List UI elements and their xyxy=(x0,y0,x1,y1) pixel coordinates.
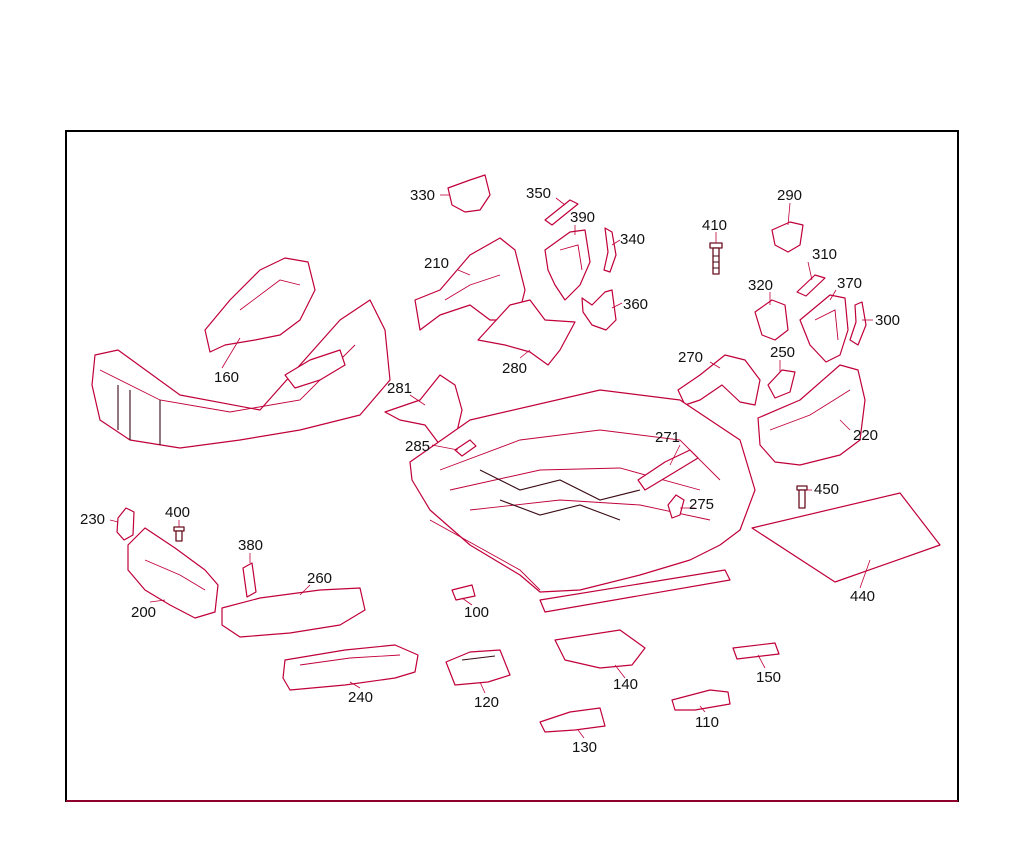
label-150: 150 xyxy=(756,669,781,686)
label-281: 281 xyxy=(387,380,412,397)
label-285: 285 xyxy=(405,438,430,455)
label-110: 110 xyxy=(695,714,719,731)
label-270: 270 xyxy=(678,349,703,366)
label-410: 410 xyxy=(702,217,727,234)
part-220 xyxy=(757,364,866,466)
part-240 xyxy=(282,644,419,691)
part-330 xyxy=(447,174,491,213)
part-350 xyxy=(544,199,579,226)
part-440-mat xyxy=(751,492,941,583)
part-310 xyxy=(796,274,826,297)
part-250 xyxy=(767,369,796,399)
part-130 xyxy=(539,707,606,733)
part-270 xyxy=(677,354,761,406)
part-280 xyxy=(477,299,576,366)
label-140: 140 xyxy=(613,676,638,693)
label-390: 390 xyxy=(570,209,595,226)
part-320 xyxy=(754,299,789,341)
label-290: 290 xyxy=(777,187,802,204)
label-360: 360 xyxy=(623,296,648,313)
part-380 xyxy=(242,562,257,598)
part-360 xyxy=(581,289,617,331)
label-340: 340 xyxy=(620,231,645,248)
part-340 xyxy=(603,227,617,273)
label-440: 440 xyxy=(850,588,875,605)
label-275: 275 xyxy=(689,496,714,513)
part-285 xyxy=(454,439,477,457)
part-100 xyxy=(451,584,476,601)
label-220: 220 xyxy=(853,427,878,444)
part-271 xyxy=(637,449,699,491)
label-271: 271 xyxy=(655,429,680,446)
label-320: 320 xyxy=(748,277,773,294)
label-120: 120 xyxy=(474,694,499,711)
label-230: 230 xyxy=(80,511,105,528)
label-300: 300 xyxy=(875,312,900,329)
label-160: 160 xyxy=(214,369,239,386)
part-120 xyxy=(445,649,511,686)
label-260: 260 xyxy=(307,570,332,587)
part-400-screw xyxy=(173,526,185,542)
part-410-bolt xyxy=(709,242,723,275)
part-290 xyxy=(771,221,804,253)
part-160 xyxy=(91,257,391,449)
label-370: 370 xyxy=(837,275,862,292)
label-280: 280 xyxy=(502,360,527,377)
label-130: 130 xyxy=(572,739,597,756)
label-200: 200 xyxy=(131,604,156,621)
part-labels: 160 210 280 281 285 330 350 390 340 360 … xyxy=(80,185,900,756)
label-250: 250 xyxy=(770,344,795,361)
part-275 xyxy=(667,494,685,519)
label-380: 380 xyxy=(238,537,263,554)
label-310: 310 xyxy=(812,246,837,263)
label-450: 450 xyxy=(814,481,839,498)
label-330: 330 xyxy=(410,187,435,204)
part-110 xyxy=(671,689,731,711)
part-150 xyxy=(732,642,780,660)
part-390 xyxy=(544,229,591,301)
label-210: 210 xyxy=(424,255,449,272)
seat-frame-assembly xyxy=(409,389,756,613)
part-260 xyxy=(221,587,366,638)
part-450-bolt xyxy=(796,485,808,509)
label-240: 240 xyxy=(348,689,373,706)
label-100: 100 xyxy=(464,604,489,621)
leader-lines xyxy=(109,194,873,739)
part-140 xyxy=(554,629,646,669)
part-370 xyxy=(799,294,849,363)
part-200 xyxy=(127,527,219,619)
part-281 xyxy=(384,374,463,446)
label-350: 350 xyxy=(526,185,551,202)
label-400: 400 xyxy=(165,504,190,521)
part-300 xyxy=(849,301,867,346)
part-230 xyxy=(116,507,135,541)
